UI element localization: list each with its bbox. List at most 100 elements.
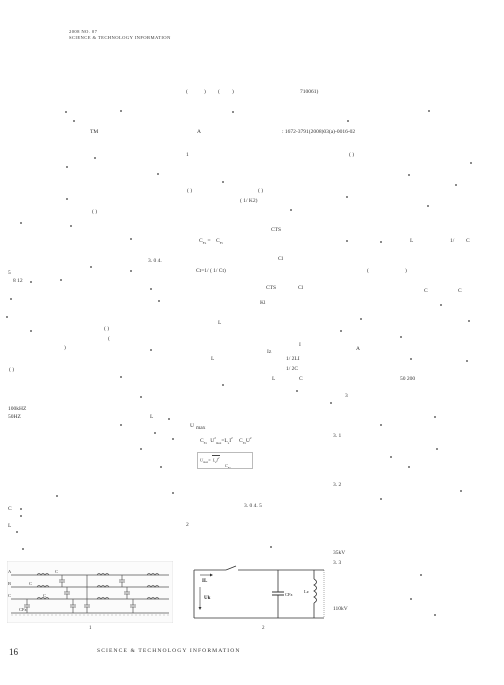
- right-column-fragment: 3. 1: [333, 433, 342, 439]
- figure-2-circuit: IL Uk CFz Lz: [193, 565, 325, 619]
- text-mark: [120, 110, 122, 112]
- text-mark: [172, 438, 174, 440]
- text-mark: [157, 173, 159, 175]
- text-mark: [130, 270, 132, 272]
- middle-column-fragment: 3. 0 4. 5: [244, 503, 262, 509]
- classification-code: TM: [90, 129, 99, 135]
- right-column-fragment: 50 200: [400, 376, 416, 382]
- text-mark: [466, 360, 468, 362]
- text-mark: [140, 448, 142, 450]
- page-number: 16: [9, 647, 18, 657]
- middle-column-fragment: CTS: [266, 285, 277, 291]
- middle-column-fragment: 1/ 2C: [286, 366, 299, 372]
- middle-column-fragment: C: [299, 376, 303, 382]
- middle-column-fragment: 2: [186, 522, 189, 528]
- text-mark: [434, 416, 436, 418]
- text-mark: [380, 498, 382, 500]
- right-column-fragment: 3: [345, 393, 348, 399]
- left-column-fragment: 100kHZ: [8, 406, 27, 412]
- middle-column-fragment: L: [218, 320, 222, 326]
- left-column-fragment: 8 12: [13, 278, 23, 284]
- text-mark: [168, 418, 170, 420]
- left-column-fragment: L: [150, 414, 154, 420]
- middle-column-fragment: ( ): [258, 188, 264, 194]
- middle-column-fragment: 1: [186, 152, 189, 158]
- text-mark: [140, 396, 142, 398]
- text-mark: [427, 205, 429, 207]
- text-mark: [380, 424, 382, 426]
- text-mark: [428, 110, 430, 112]
- text-mark: [380, 241, 382, 243]
- affiliation-lparen-2: (: [218, 89, 220, 95]
- text-mark: [10, 298, 12, 300]
- right-column-fragment: 3. 3: [333, 560, 342, 566]
- fig2-label-capacitor: CFz: [285, 592, 293, 597]
- text-mark: [160, 466, 162, 468]
- text-mark: [120, 424, 122, 426]
- text-mark: [390, 456, 392, 458]
- middle-column-fragment: Cl: [278, 256, 284, 262]
- text-mark: [66, 198, 68, 200]
- equation-cfz: CFz = CFi: [199, 238, 223, 246]
- equation-umax-denominator: CFz: [225, 463, 231, 470]
- text-mark: [154, 432, 156, 434]
- text-mark: [120, 376, 122, 378]
- text-mark: [468, 320, 470, 322]
- fig2-label-inductor: Lz: [304, 589, 309, 594]
- text-mark: [70, 225, 72, 227]
- text-mark: [20, 508, 22, 510]
- fig1-label-cfz: CFz: [19, 607, 27, 612]
- fig1-label-c1: C: [55, 569, 58, 574]
- left-column-fragment: ( ): [104, 326, 110, 332]
- right-column-fragment: (: [367, 268, 369, 274]
- left-column-fragment: ): [64, 345, 66, 351]
- fig1-label-b: B: [8, 581, 11, 586]
- text-mark: [410, 358, 412, 360]
- footer-journal-name: SCIENCE & TECHNOLOGY INFORMATION: [97, 648, 241, 654]
- text-mark: [330, 402, 332, 404]
- right-column-fragment: ( ): [349, 152, 355, 158]
- text-mark: [6, 316, 8, 318]
- middle-column-fragment: Cl: [298, 285, 304, 291]
- text-mark: [290, 209, 292, 211]
- text-mark: [60, 279, 62, 281]
- text-mark: [440, 304, 442, 306]
- text-mark: [420, 574, 422, 576]
- equation-energy: CFz U2max=LzI2 CFzU2: [200, 436, 252, 445]
- left-column-fragment: C: [8, 506, 12, 512]
- middle-column-fragment: I: [299, 342, 301, 348]
- text-mark: [16, 531, 18, 533]
- equation-box: [197, 452, 253, 469]
- journal-name: SCIENCE & TECHNOLOGY INFORMATION: [69, 35, 171, 40]
- text-mark: [434, 614, 436, 616]
- right-column-fragment: L: [410, 238, 414, 244]
- middle-column-fragment: ( ): [187, 188, 193, 194]
- fig1-label-c3: C: [43, 593, 46, 598]
- journal-issue: 2008 NO. 07: [69, 29, 98, 34]
- text-mark: [400, 336, 402, 338]
- text-mark: [232, 111, 234, 113]
- equation-umax: Umax= LzI2: [200, 455, 221, 465]
- text-mark: [346, 240, 348, 242]
- text-mark: [360, 318, 362, 320]
- right-column-fragment: C: [458, 288, 462, 294]
- text-mark: [340, 330, 342, 332]
- right-column-fragment: C: [466, 238, 470, 244]
- text-mark: [65, 111, 67, 113]
- affiliation-rparen-1: ): [204, 89, 206, 95]
- text-mark: [410, 598, 412, 600]
- text-mark: [73, 120, 75, 122]
- affiliation-rparen-2: ): [232, 89, 234, 95]
- text-mark: [56, 495, 58, 497]
- right-column-fragment: 3. 2: [333, 482, 342, 488]
- affiliation-lparen-1: (: [186, 89, 188, 95]
- right-column-fragment: 110kV: [333, 606, 348, 612]
- left-column-fragment: 5: [8, 270, 11, 276]
- left-column-fragment: L: [8, 523, 12, 529]
- affiliation-postcode: 710061): [300, 89, 319, 95]
- text-mark: [20, 222, 22, 224]
- fig2-label-voltage: Uk: [204, 596, 211, 601]
- right-column-fragment: C: [424, 288, 428, 294]
- left-column-fragment: (: [108, 336, 110, 342]
- right-column-fragment: 35kV: [333, 550, 346, 556]
